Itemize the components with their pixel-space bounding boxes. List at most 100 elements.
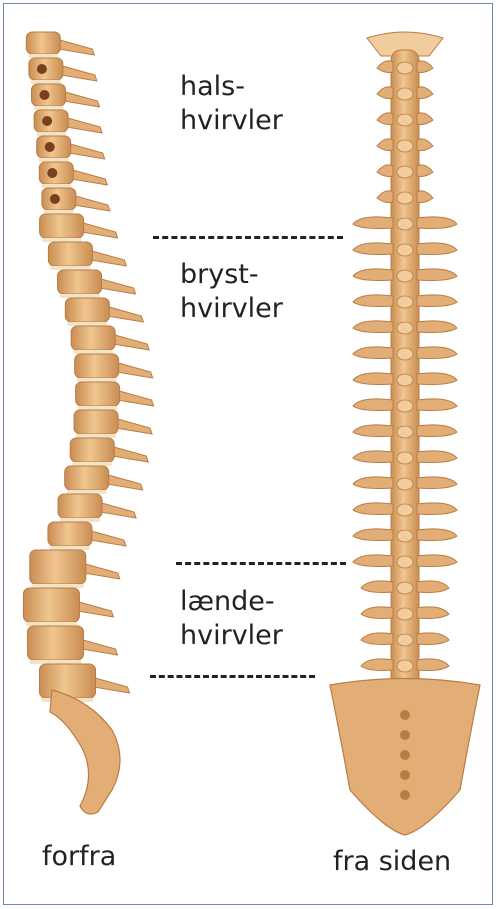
sacral-foramen bbox=[400, 750, 410, 760]
vertebra-body bbox=[65, 466, 109, 490]
transverse-process-right bbox=[417, 477, 457, 489]
transverse-process-right bbox=[417, 243, 457, 255]
vertebra-process bbox=[80, 222, 118, 238]
intervertebral-disc bbox=[39, 158, 69, 162]
intervertebral-disc bbox=[72, 462, 112, 466]
spine-side-view bbox=[23, 32, 153, 814]
sacral-foramen bbox=[400, 710, 410, 720]
spinous-process bbox=[397, 270, 413, 282]
transverse-process-left bbox=[353, 347, 393, 359]
intervertebral-disc bbox=[30, 660, 82, 664]
transverse-process-right bbox=[417, 425, 457, 437]
intervertebral-disc bbox=[67, 490, 107, 494]
transverse-process-left bbox=[353, 529, 393, 541]
transverse-process-left bbox=[377, 139, 393, 151]
transverse-process-right bbox=[417, 295, 457, 307]
vertebra-process bbox=[110, 446, 148, 462]
spinous-process bbox=[397, 452, 413, 464]
vertebra-body bbox=[28, 626, 84, 660]
transverse-process-right bbox=[417, 61, 433, 73]
transverse-process-right bbox=[417, 529, 457, 541]
transverse-process-right bbox=[417, 451, 457, 463]
vertebra-body bbox=[40, 664, 96, 698]
transverse-process-left bbox=[361, 633, 393, 645]
vertebra-process bbox=[105, 306, 143, 322]
transverse-process-left bbox=[353, 217, 393, 229]
transverse-process-right bbox=[417, 633, 449, 645]
transverse-process-right bbox=[417, 607, 449, 619]
spinous-process bbox=[397, 556, 413, 568]
region-label-cervical-line1: hals- bbox=[180, 70, 245, 104]
vertebra-process bbox=[92, 677, 130, 693]
intervertebral-disc bbox=[28, 54, 58, 58]
region-label-thoracic-line1: bryst- bbox=[180, 258, 259, 292]
vertebra-body bbox=[76, 382, 120, 406]
spinous-process bbox=[397, 244, 413, 256]
transverse-process-right bbox=[417, 581, 449, 593]
intervertebral-disc bbox=[36, 132, 66, 136]
vertebral-foramen bbox=[37, 64, 47, 74]
vertebra-process bbox=[56, 39, 94, 55]
vertebra-process bbox=[59, 65, 97, 81]
intervertebral-disc bbox=[50, 266, 90, 270]
vertebral-foramen bbox=[50, 194, 60, 204]
intervertebral-disc bbox=[50, 546, 90, 550]
intervertebral-disc bbox=[60, 294, 100, 298]
transverse-process-left bbox=[353, 399, 393, 411]
intervertebral-disc bbox=[25, 622, 77, 626]
spinous-process bbox=[397, 660, 413, 672]
spinous-process bbox=[397, 322, 413, 334]
intervertebral-disc bbox=[78, 406, 118, 410]
sacral-foramen bbox=[400, 790, 410, 800]
intervertebral-disc bbox=[42, 238, 82, 242]
transverse-process-right bbox=[417, 217, 457, 229]
spinous-process bbox=[397, 400, 413, 412]
spinous-process bbox=[397, 374, 413, 386]
vertebra-body bbox=[23, 588, 79, 622]
vertebra-body bbox=[65, 298, 109, 322]
spinous-process bbox=[397, 192, 413, 204]
spinous-process bbox=[397, 478, 413, 490]
vertebra-process bbox=[64, 117, 102, 133]
spinous-process bbox=[397, 296, 413, 308]
spinous-process bbox=[397, 114, 413, 126]
vertebra-process bbox=[115, 362, 153, 378]
spinous-process bbox=[397, 218, 413, 230]
transverse-process-left bbox=[377, 61, 393, 73]
transverse-process-right bbox=[417, 165, 433, 177]
intervertebral-disc bbox=[41, 184, 71, 188]
vertebra-process bbox=[98, 278, 136, 294]
view-label-side: fra siden bbox=[333, 845, 451, 879]
transverse-process-left bbox=[377, 113, 393, 125]
transverse-process-right bbox=[417, 113, 433, 125]
intervertebral-disc bbox=[60, 518, 100, 522]
vertebra-body bbox=[26, 32, 60, 54]
spinous-process bbox=[397, 166, 413, 178]
spinous-process bbox=[397, 582, 413, 594]
vertebra-process bbox=[62, 91, 100, 107]
intervertebral-disc bbox=[44, 210, 74, 214]
intervertebral-disc bbox=[31, 80, 61, 84]
transverse-process-right bbox=[417, 269, 457, 281]
transverse-process-right bbox=[417, 321, 457, 333]
transverse-process-right bbox=[417, 503, 457, 515]
vertebral-foramen bbox=[47, 168, 57, 178]
transverse-process-left bbox=[353, 295, 393, 307]
transverse-process-left bbox=[377, 165, 393, 177]
vertebra-body bbox=[74, 410, 118, 434]
spinous-process bbox=[397, 530, 413, 542]
vertebra-process bbox=[111, 334, 149, 350]
vertebra-body bbox=[70, 438, 114, 462]
intervertebral-disc bbox=[34, 106, 64, 110]
transverse-process-left bbox=[353, 321, 393, 333]
region-label-lumbar-line1: lænde- bbox=[180, 585, 275, 619]
vertebra-body bbox=[40, 214, 84, 238]
sacral-foramen bbox=[400, 770, 410, 780]
intervertebral-disc bbox=[76, 434, 116, 438]
vertebra-process bbox=[88, 530, 126, 546]
transverse-process-right bbox=[417, 139, 433, 151]
vertebral-foramen bbox=[40, 90, 50, 100]
vertebra-process bbox=[105, 474, 143, 490]
transverse-process-left bbox=[353, 425, 393, 437]
transverse-process-right bbox=[417, 191, 433, 203]
